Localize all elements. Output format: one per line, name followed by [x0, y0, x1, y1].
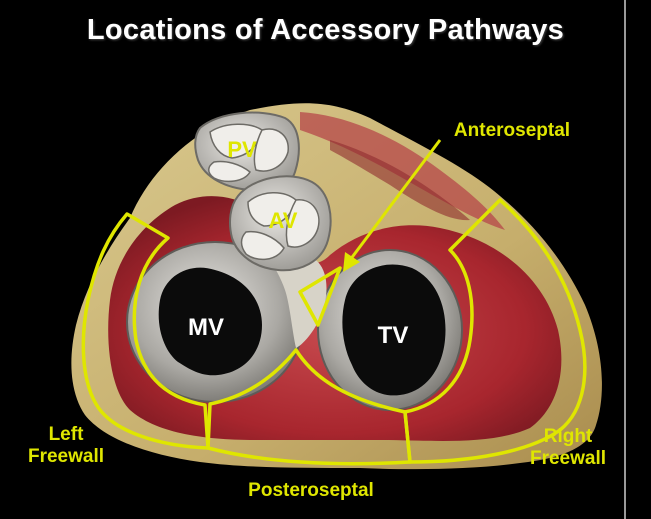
left-freewall-outline	[81, 212, 210, 450]
left-freewall-label-line1: Left	[49, 424, 85, 445]
aortic-valve	[229, 175, 332, 272]
frame-edge-line	[624, 0, 626, 519]
fatty-streak-upper-2	[330, 140, 470, 221]
pv-label: PV	[227, 137, 257, 162]
fatty-streak-upper	[300, 112, 505, 230]
left-freewall-label-line2: Freewall	[28, 446, 104, 467]
posteroseptal-outline	[206, 348, 412, 466]
anteroseptal-arrow	[343, 139, 442, 272]
right-freewall-outline	[403, 198, 587, 464]
av-label: AV	[269, 208, 298, 233]
mv-label: MV	[188, 314, 224, 341]
right-freewall-label-line2: Freewall	[530, 448, 606, 469]
tv-label: TV	[378, 322, 409, 349]
anteroseptal-label: Anteroseptal	[454, 120, 570, 141]
posteroseptal-label: Posteroseptal	[248, 480, 374, 501]
pulmonary-valve	[194, 111, 300, 192]
mitral-orifice	[158, 267, 262, 376]
diagram-title: Locations of Accessory Pathways	[86, 14, 565, 46]
right-freewall-label-line1: Right	[544, 426, 593, 447]
anteroseptal-outline	[298, 266, 342, 327]
tricuspid-orifice	[342, 264, 446, 396]
